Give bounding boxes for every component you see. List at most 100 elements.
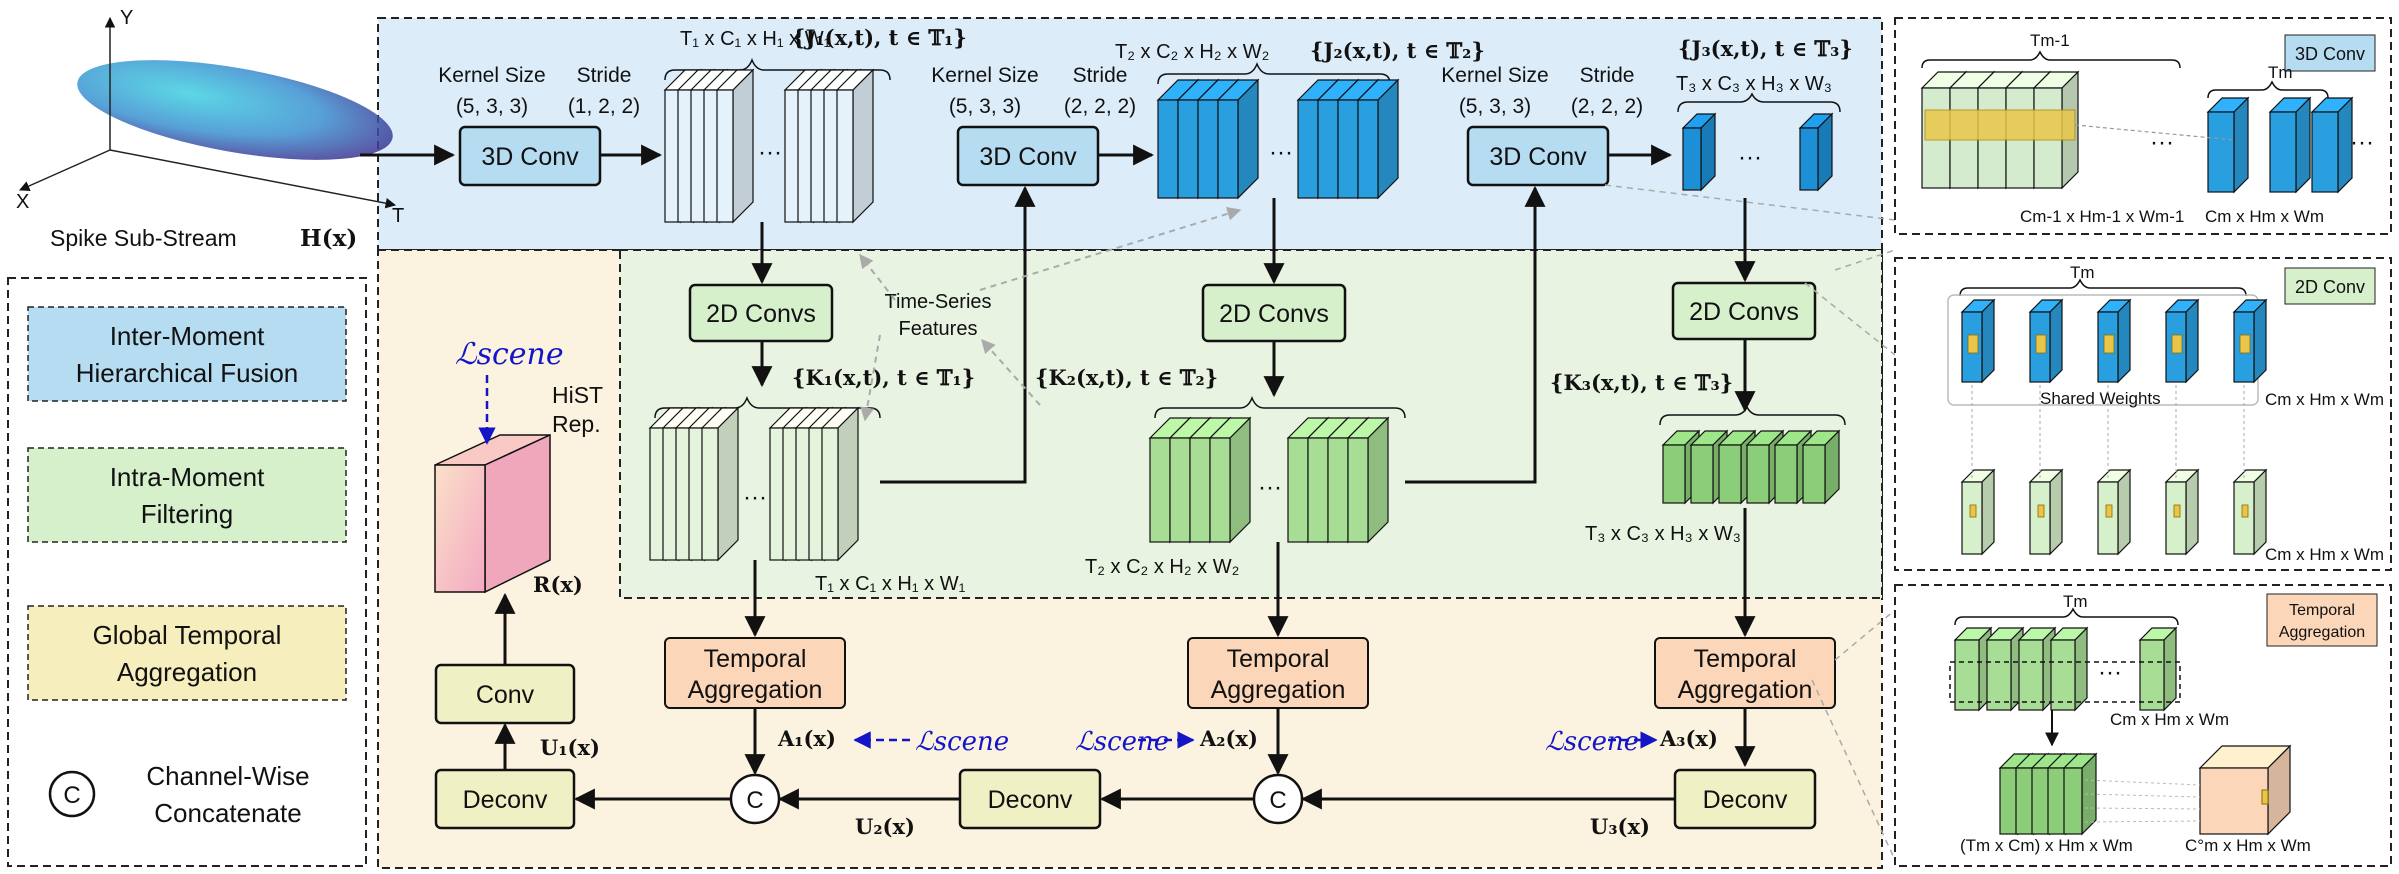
svg-text:···: ··· [1269,139,1293,166]
svg-text:Cm-1 x Hm-1 x Wm-1: Cm-1 x Hm-1 x Wm-1 [2020,207,2184,226]
svg-text:(2, 2, 2): (2, 2, 2) [1571,95,1643,118]
svg-text:Time-Series: Time-Series [884,291,991,313]
inter-moment-region [377,17,1883,251]
hist-representation: HiST Rep. [434,382,603,594]
svg-text:Stride: Stride [577,64,632,87]
svg-text:Cm x Hm x Wm: Cm x Hm x Wm [2205,207,2324,226]
svg-text:Concatenate: Concatenate [154,798,301,828]
svg-text:(5, 3, 3): (5, 3, 3) [949,95,1021,118]
svg-text:Temporal: Temporal [2289,602,2355,619]
svg-text:···: ··· [758,139,782,166]
svg-text:{J₃(x,t), t ∈ 𝕋₃}: {J₃(x,t), t ∈ 𝕋₃} [1678,36,1853,61]
svg-text:Kernel Size: Kernel Size [438,64,545,87]
svg-text:U₃(x): U₃(x) [1590,814,1650,839]
svg-text:(Tm x Cm) x Hm x Wm: (Tm x Cm) x Hm x Wm [1960,836,2133,855]
svg-text:C: C [63,782,80,809]
svg-text:ℒscene: ℒscene [1075,727,1169,757]
svg-text:Intra-Moment: Intra-Moment [110,462,265,492]
stage3-k-features [1661,429,1841,505]
svg-text:2D Convs: 2D Convs [1689,298,1799,326]
svg-text:Features: Features [899,318,978,340]
svg-text:{K₂(x,t), t ∈ 𝕋₂}: {K₂(x,t), t ∈ 𝕋₂} [1035,365,1218,390]
svg-text:3D Conv: 3D Conv [979,143,1077,171]
svg-text:3D Conv: 3D Conv [2295,44,2365,64]
svg-text:Rep.: Rep. [552,411,601,437]
svg-text:ℒscene: ℒscene [1545,727,1639,757]
svg-text:Deconv: Deconv [1703,786,1788,814]
svg-text:···: ··· [1738,144,1762,171]
conv3d-block-1: 3D Conv [458,125,602,187]
svg-text:{J₂(x,t), t ∈ 𝕋₂}: {J₂(x,t), t ∈ 𝕋₂} [1310,38,1485,63]
svg-text:3D Conv: 3D Conv [481,143,579,171]
conv2d-block-1: 2D Convs [688,283,834,343]
svg-text:Kernel Size: Kernel Size [1441,64,1548,87]
conv3d-block-2: 3D Conv [956,125,1100,187]
stage1-j-features: ··· [663,68,875,224]
svg-text:Tm: Tm [2063,592,2088,611]
svg-text:···: ··· [2098,659,2122,686]
svg-text:3D Conv: 3D Conv [1489,143,1587,171]
svg-text:Aggregation: Aggregation [2279,624,2365,641]
svg-text:Inter-Moment: Inter-Moment [110,321,265,351]
temporal-aggregation-2: Temporal Aggregation [1187,637,1369,709]
svg-text:U₂(x): U₂(x) [855,814,915,839]
svg-text:Temporal: Temporal [1694,645,1797,673]
svg-text:(1, 2, 2): (1, 2, 2) [568,95,640,118]
svg-text:Stride: Stride [1580,64,1635,87]
svg-text:Filtering: Filtering [141,499,233,529]
axis-x-label: X [16,191,29,213]
svg-text:ℒscene: ℒscene [455,337,564,372]
svg-text:T₁ x C₁ x H₁ x W₁: T₁ x C₁ x H₁ x W₁ [680,28,831,50]
concat-node-2: C [1252,773,1304,825]
detail-temporal-volumes: ··· [1949,626,2292,836]
svg-text:T₂ x C₂ x H₂ x W₂: T₂ x C₂ x H₂ x W₂ [1085,556,1239,578]
spike-substream: Y X T Spike Sub-Stream H(x) [16,7,404,252]
svg-text:2D Conv: 2D Conv [2295,277,2365,297]
svg-text:Cm x Hm x Wm: Cm x Hm x Wm [2110,710,2229,729]
svg-text:Aggregation: Aggregation [1211,676,1346,704]
svg-text:A₂(x): A₂(x) [1199,726,1258,751]
svg-text:Stride: Stride [1073,64,1128,87]
conv3d-block-3: 3D Conv [1466,125,1610,187]
temporal-aggregation-1: Temporal Aggregation [664,637,846,709]
svg-text:(5, 3, 3): (5, 3, 3) [1459,95,1531,118]
svg-text:{K₁(x,t), t ∈ 𝕋₁}: {K₁(x,t), t ∈ 𝕋₁} [792,365,975,390]
svg-text:Temporal: Temporal [1227,645,1330,673]
stage3-j-features: ··· [1681,112,1834,192]
conv2d-block-3: 2D Convs [1671,281,1817,341]
legend-inter-moment: Inter-Moment Hierarchical Fusion [27,306,347,402]
svg-text:HiST: HiST [552,382,603,408]
stage2-j-features: ··· [1156,78,1400,200]
svg-text:Channel-Wise: Channel-Wise [146,761,309,791]
svg-text:Global Temporal: Global Temporal [93,620,282,650]
svg-text:C: C [1269,787,1286,814]
svg-text:···: ··· [1258,474,1282,501]
conv-block: Conv [434,663,576,725]
svg-text:Cm x Hm x Wm: Cm x Hm x Wm [2265,545,2384,564]
svg-text:Deconv: Deconv [463,786,548,814]
svg-text:Aggregation: Aggregation [688,676,823,704]
stage1-k-features: ··· [648,406,860,562]
svg-text:Hierarchical Fusion: Hierarchical Fusion [76,358,299,388]
svg-text:T₃ x C₃ x H₃ x W₃: T₃ x C₃ x H₃ x W₃ [1676,73,1832,95]
legend-global-temporal: Global Temporal Aggregation [27,605,347,701]
svg-text:2D Convs: 2D Convs [1219,300,1329,328]
svg-text:···: ··· [2150,129,2174,156]
svg-text:{K₃(x,t), t ∈ 𝕋₃}: {K₃(x,t), t ∈ 𝕋₃} [1550,370,1733,395]
svg-text:···: ··· [743,484,767,511]
legend-concat: C Channel-Wise Concatenate [48,761,310,828]
deconv-block-3: Deconv [1673,768,1817,830]
svg-text:Cm x Hm x Wm: Cm x Hm x Wm [2265,390,2384,409]
svg-text:U₁(x): U₁(x) [540,735,600,760]
svg-text:Tm: Tm [2268,63,2293,82]
svg-text:(2, 2, 2): (2, 2, 2) [1064,95,1136,118]
svg-text:A₃(x): A₃(x) [1659,726,1718,751]
svg-text:Conv: Conv [476,681,535,709]
svg-text:C°m x Hm x Wm: C°m x Hm x Wm [2185,836,2311,855]
axis-t-label: T [392,205,404,227]
svg-text:ℒscene: ℒscene [915,727,1009,757]
svg-text:C: C [746,787,763,814]
detail-2dconv-maps [1960,298,2268,556]
svg-text:Tm-1: Tm-1 [2030,31,2070,50]
stage2-k-features: ··· [1148,416,1390,544]
